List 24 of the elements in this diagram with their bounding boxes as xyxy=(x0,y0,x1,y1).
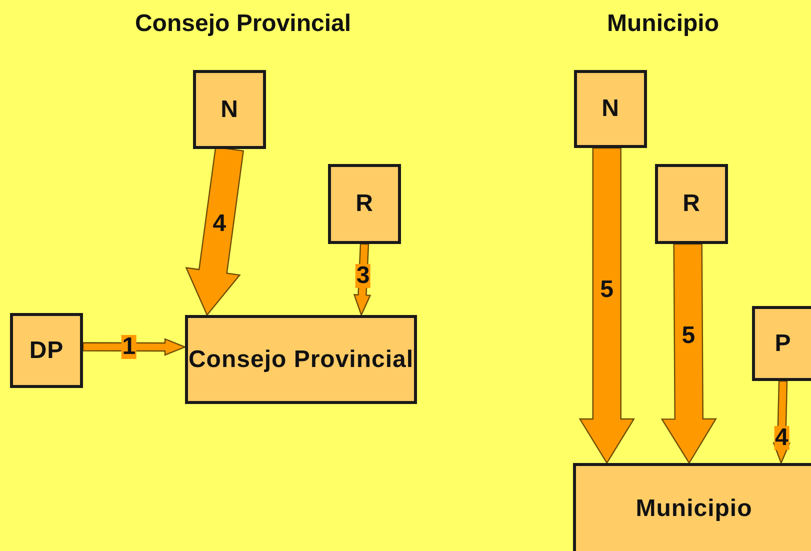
node-label: R xyxy=(356,190,374,218)
text-box xyxy=(10,313,83,388)
edge-label: 4 xyxy=(774,426,790,450)
text-box xyxy=(328,164,401,244)
node-label: R xyxy=(682,190,700,218)
block-arrow xyxy=(660,243,717,464)
node-label: N xyxy=(220,96,238,124)
text-box xyxy=(573,463,811,551)
text-box xyxy=(193,70,266,149)
node-label: DP xyxy=(29,336,64,364)
edge-label: 3 xyxy=(355,264,371,288)
text-box xyxy=(574,70,647,148)
text-box xyxy=(185,315,417,404)
block-arrow xyxy=(578,147,635,464)
column-heading: Municipio xyxy=(607,10,719,38)
block-arrow xyxy=(185,146,244,316)
text-box xyxy=(752,306,811,381)
node-label: N xyxy=(602,95,620,123)
node-label: P xyxy=(774,330,792,358)
column-heading: Consejo Provincial xyxy=(134,10,352,38)
text-box xyxy=(655,164,728,244)
edge-label: 1 xyxy=(121,334,137,359)
node-label: Municipio xyxy=(636,495,752,523)
node-label: Consejo Provincial xyxy=(188,346,414,374)
